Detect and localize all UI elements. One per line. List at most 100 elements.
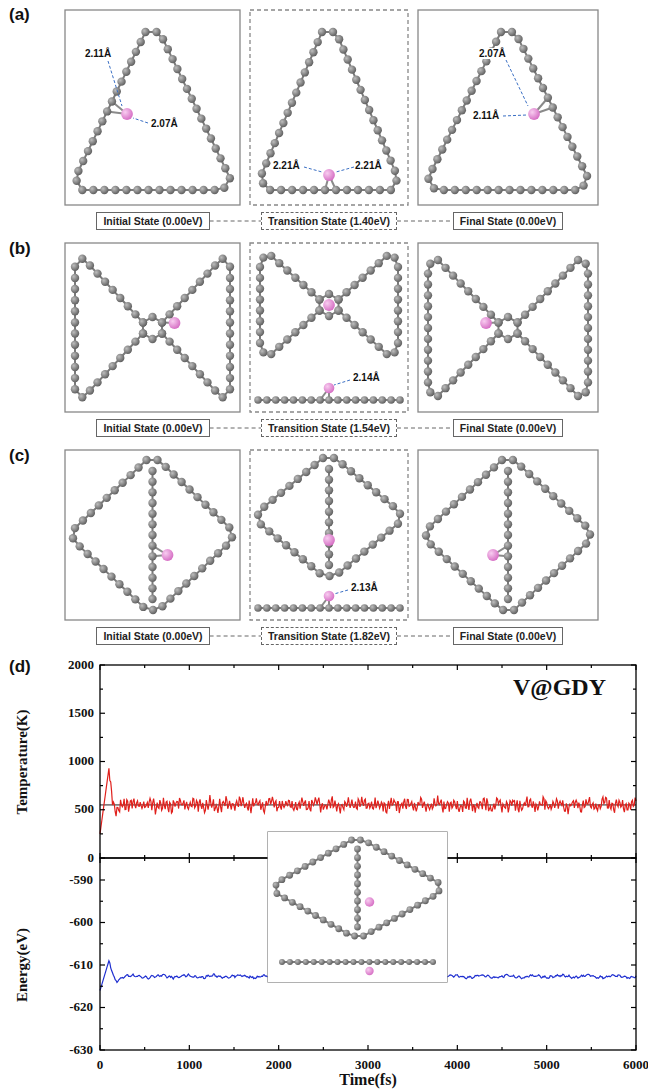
axis-tick xyxy=(633,689,636,690)
axis-tick xyxy=(100,1028,103,1029)
carbon-atom xyxy=(259,348,267,356)
axis-tick xyxy=(631,857,636,858)
axis-tick xyxy=(99,853,100,858)
carbon-atom xyxy=(202,124,210,132)
bond xyxy=(428,260,499,396)
carbon-atom xyxy=(183,85,191,93)
carbon-atom xyxy=(71,352,79,360)
carbon-atom xyxy=(396,857,403,864)
carbon-atom xyxy=(165,337,173,345)
carbon-atom xyxy=(285,482,293,490)
structure-panel xyxy=(65,10,240,205)
carbon-atom xyxy=(354,854,361,861)
carbon-atom xyxy=(584,324,592,332)
carbon-atom xyxy=(115,580,123,588)
carbon-atom xyxy=(267,252,275,260)
carbon-atom xyxy=(287,959,293,965)
axis-tick xyxy=(631,964,636,965)
carbon-atom xyxy=(472,77,480,85)
bond xyxy=(260,256,320,354)
carbon-atom xyxy=(302,468,310,476)
carbon-atom xyxy=(166,594,174,602)
carbon-atom xyxy=(148,584,156,592)
carbon-atom xyxy=(196,278,204,286)
carbon-atom xyxy=(428,165,436,173)
carbon-atom xyxy=(541,485,549,493)
axis-tick xyxy=(189,853,190,858)
carbon-atom xyxy=(177,478,185,486)
carbon-atom xyxy=(467,87,475,95)
carbon-atom xyxy=(536,295,544,303)
carbon-atom xyxy=(294,867,301,874)
bond-length: 2.11Å xyxy=(84,48,112,59)
md-chart xyxy=(100,665,636,1050)
carbon-atom xyxy=(193,493,201,501)
panel-letter: (a) xyxy=(8,6,31,25)
axis-tick xyxy=(100,809,105,810)
axis-tick xyxy=(189,1045,190,1050)
carbon-atom xyxy=(113,87,121,95)
state-label: Transition State (1.82eV) xyxy=(268,630,390,643)
carbon-atom xyxy=(466,485,474,493)
carbon-atom xyxy=(462,186,470,194)
carbon-atom xyxy=(148,499,156,507)
carbon-atom xyxy=(504,595,512,603)
structure-panel xyxy=(418,10,598,205)
carbon-atom xyxy=(388,853,395,860)
carbon-atom xyxy=(527,186,535,194)
carbon-atom xyxy=(526,591,534,599)
bond xyxy=(162,259,230,398)
carbon-atom xyxy=(307,604,315,612)
axis-tick xyxy=(591,855,592,858)
carbon-atom xyxy=(451,562,459,570)
carbon-atom xyxy=(116,354,124,362)
carbon-atom xyxy=(111,486,119,494)
carbon-atom xyxy=(551,279,559,287)
structure xyxy=(268,832,447,982)
state-label: Final State (0.00eV) xyxy=(460,630,556,643)
carbon-atom xyxy=(325,572,333,580)
carbon-atom xyxy=(504,467,512,475)
carbon-atom xyxy=(108,362,116,370)
carbon-atom xyxy=(316,604,324,612)
carbon-atom xyxy=(325,475,333,483)
carbon-atom xyxy=(256,306,264,314)
structure xyxy=(71,254,234,401)
carbon-atom xyxy=(71,285,79,293)
carbon-atom xyxy=(357,837,364,844)
carbon-atom xyxy=(427,875,434,882)
carbon-atom xyxy=(203,269,211,277)
carbon-atom xyxy=(131,337,139,345)
carbon-atom xyxy=(148,552,156,560)
carbon-atom xyxy=(265,527,273,535)
axis-tick xyxy=(144,855,145,858)
carbon-atom xyxy=(358,273,366,281)
carbon-atom xyxy=(549,103,557,111)
tick-label: 6000 xyxy=(622,1058,648,1072)
carbon-atom xyxy=(479,345,487,353)
carbon-atom xyxy=(424,175,432,183)
carbon-atom xyxy=(273,534,281,542)
carbon-atom xyxy=(492,38,500,46)
carbon-atom xyxy=(315,569,323,577)
carbon-atom xyxy=(260,503,268,511)
carbon-atom xyxy=(551,368,559,376)
carbon-atom xyxy=(271,139,279,147)
carbon-atom xyxy=(504,552,512,560)
carbon-atom xyxy=(226,263,234,271)
carbon-atom xyxy=(71,274,79,282)
carbon-atom xyxy=(440,186,448,194)
temperature-curve xyxy=(100,768,636,834)
carbon-atom xyxy=(342,314,350,322)
vanadium-atom xyxy=(323,299,335,311)
carbon-atom xyxy=(226,385,234,393)
carbon-atom xyxy=(325,850,332,857)
carbon-atom xyxy=(281,396,289,404)
carbon-atom xyxy=(458,493,466,501)
bond-length: 2.07Å xyxy=(478,48,507,59)
carbon-atom xyxy=(463,96,471,104)
carbon-atom xyxy=(283,109,291,117)
carbon-atom xyxy=(427,540,435,548)
carbon-atom xyxy=(314,38,322,46)
carbon-atom xyxy=(279,876,286,883)
